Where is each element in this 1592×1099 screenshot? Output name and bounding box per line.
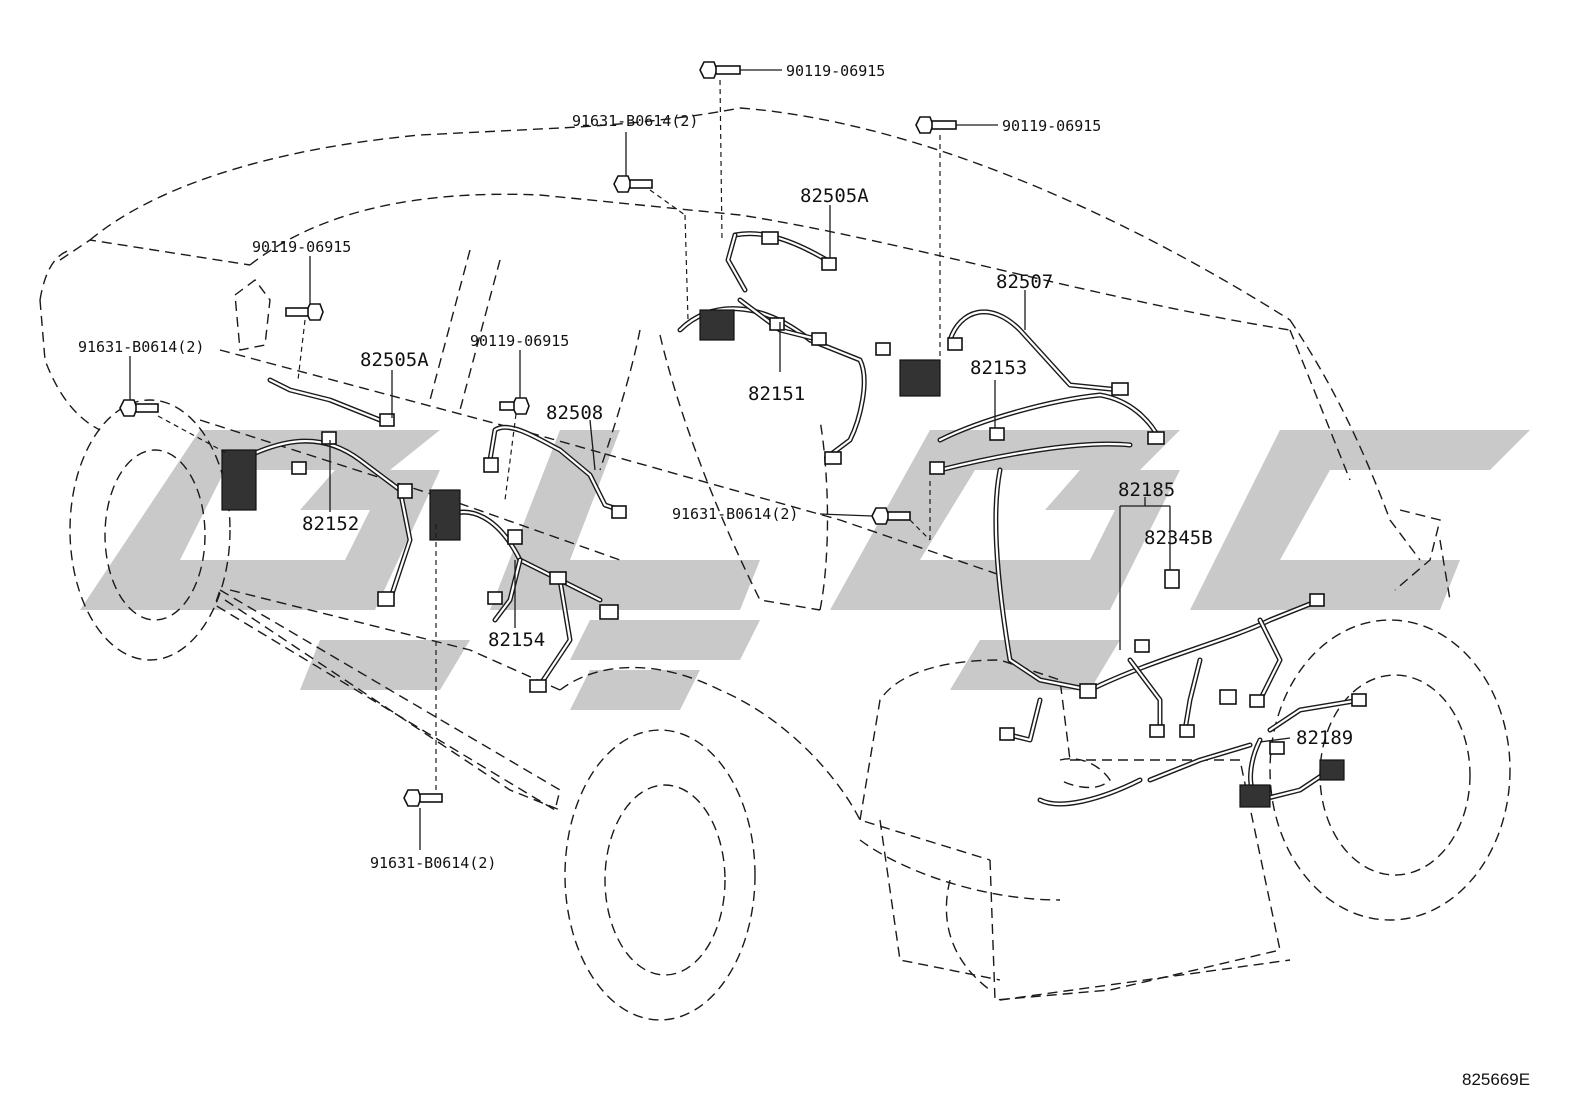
part-label-82505A-roof: 82505A <box>800 185 869 207</box>
leader-lines <box>129 69 1291 850</box>
fastener-label-91631-mid: 91631-B0614(2) <box>672 505 798 523</box>
part-label-82505A-side: 82505A <box>360 349 429 371</box>
reference-code: 825669E <box>1462 1070 1530 1089</box>
part-label-82508: 82508 <box>546 402 603 424</box>
harness-82185 <box>993 467 1325 743</box>
part-label-82189: 82189 <box>1296 727 1353 749</box>
harness-82507 <box>947 309 1129 396</box>
part-label-82152: 82152 <box>302 513 359 535</box>
bolt-icon <box>699 61 741 79</box>
bolt-icon <box>285 303 324 321</box>
part-label-82151: 82151 <box>748 383 805 405</box>
fastener-label-90119-right: 90119-06915 <box>1002 117 1101 135</box>
vehicle-outline <box>39 107 1511 1021</box>
part-label-82185: 82185 <box>1118 479 1175 501</box>
bolt-icon <box>499 397 530 415</box>
watermark-logo <box>80 430 1530 710</box>
fastener-label-91631-top: 91631-B0614(2) <box>572 112 698 130</box>
fastener-label-90119-left: 90119-06915 <box>252 238 351 256</box>
fastener-label-90119-mid: 90119-06915 <box>470 332 569 350</box>
bolt-icon <box>613 175 653 193</box>
harness-82152 <box>221 377 413 607</box>
harness-82508 <box>483 424 627 519</box>
bolt-icons <box>119 61 957 807</box>
bolt-icon <box>915 116 957 134</box>
part-label-82153: 82153 <box>970 357 1027 379</box>
part-label-82507: 82507 <box>996 271 1053 293</box>
fastener-label-91631-bottom: 91631-B0614(2) <box>370 854 496 872</box>
harness-82154 <box>429 489 619 693</box>
harness-82153 <box>899 359 1165 475</box>
bolt-icon <box>403 789 443 807</box>
fastener-label-90119-top: 90119-06915 <box>786 62 885 80</box>
bolt-icon <box>119 399 159 417</box>
harness-82151 <box>677 297 891 465</box>
part-label-82154: 82154 <box>488 629 545 651</box>
part-label-82345B: 82345B <box>1144 527 1213 549</box>
harness-82505A-roof <box>725 231 837 293</box>
harness-82189 <box>1037 693 1367 808</box>
fastener-label-91631-left: 91631-B0614(2) <box>78 338 204 356</box>
part-82345B-icon <box>1164 569 1180 589</box>
